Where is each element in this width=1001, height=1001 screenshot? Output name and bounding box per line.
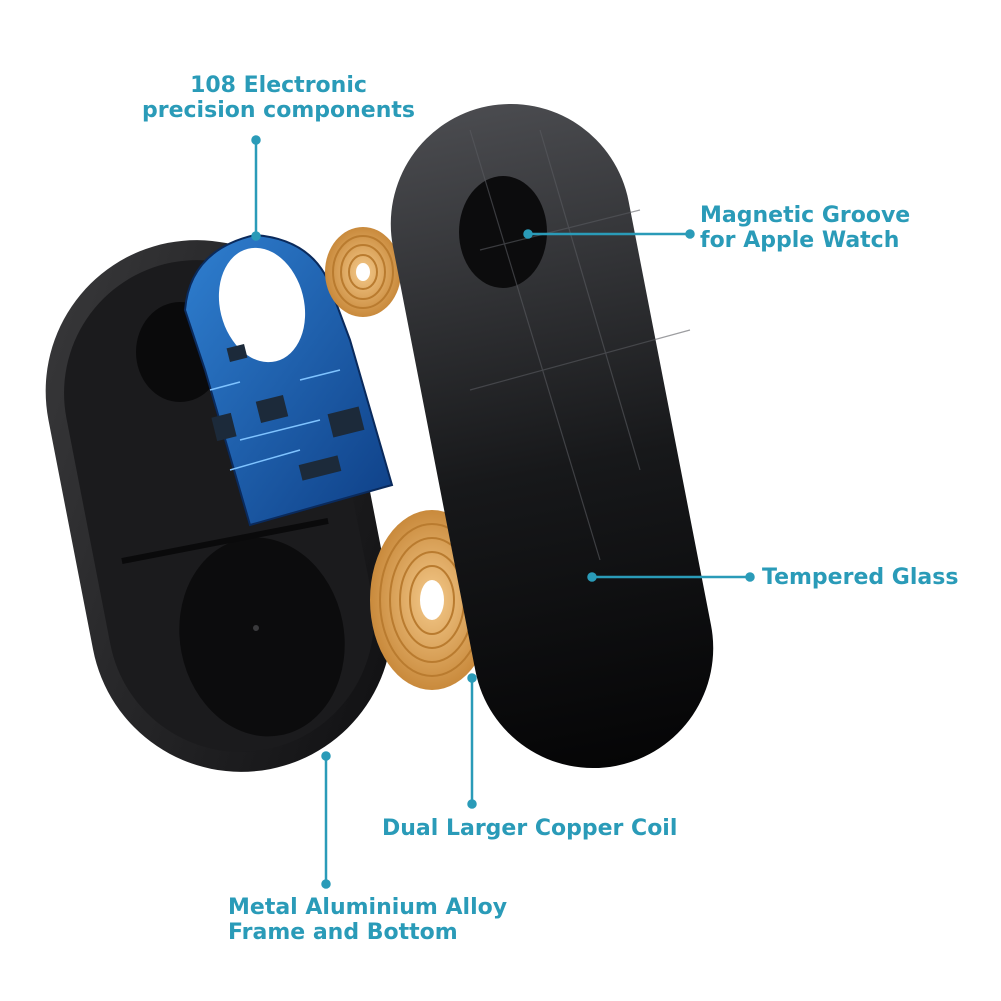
components-label-line1: 108 Electronic [190,73,367,98]
magnetic-groove-callout: Magnetic Groove for Apple Watch [700,203,910,253]
callout-leaders [251,135,755,889]
copper-coil-label: Dual Larger Copper Coil [382,816,678,841]
tempered-glass-label: Tempered Glass [762,565,959,590]
components-label-line2: precision components [142,98,415,123]
magnetic-groove-label-line1: Magnetic Groove [700,203,911,228]
magnetic-groove-label-line2: for Apple Watch [700,228,900,253]
frame-label-line2: Frame and Bottom [228,920,458,945]
frame-callout: Metal Aluminium Alloy Frame and Bottom [228,895,507,945]
tempered-glass-callout: Tempered Glass [762,565,958,590]
copper-coil-callout: Dual Larger Copper Coil [382,816,677,841]
frame-label-line1: Metal Aluminium Alloy [228,895,508,920]
components-callout: 108 Electronic precision components [142,73,415,123]
pcb-board [183,233,394,527]
tempered-glass-cover [390,103,714,769]
small-copper-coil [325,227,401,317]
